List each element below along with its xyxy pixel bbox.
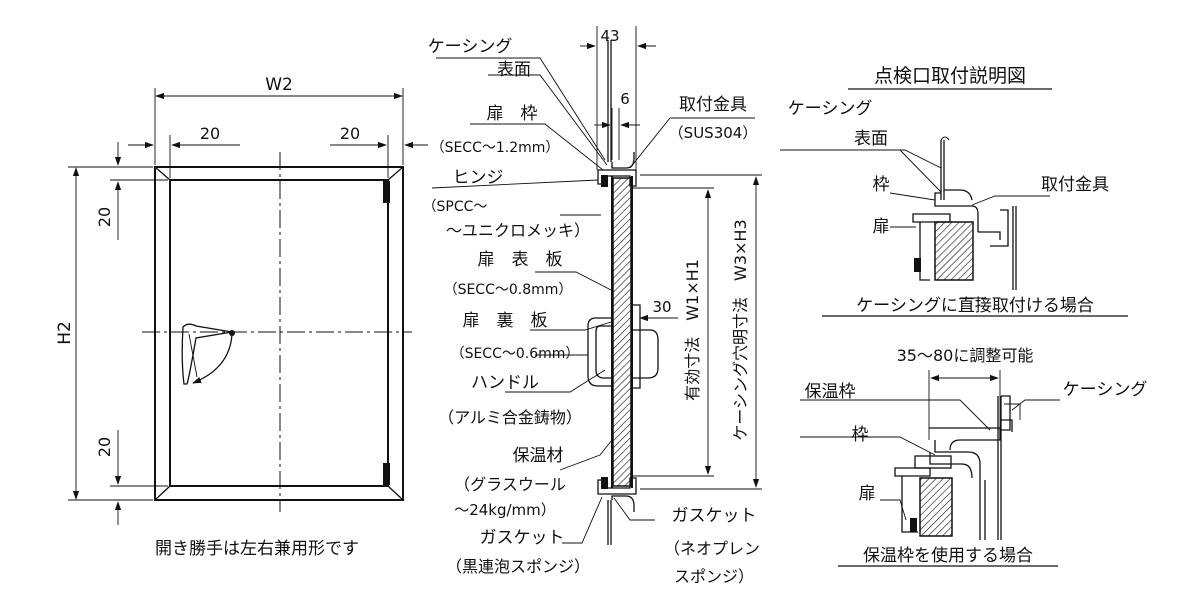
dim-opening-label: ケーシング穴明寸法 W3×H3 <box>731 219 750 440</box>
case1-surface: 表面 <box>854 129 888 149</box>
case1-detail <box>780 136 1128 317</box>
install-guide: 点検口取付説明図 ケーシング 表面 枠 <box>780 65 1148 567</box>
case2-caption: 保温枠を使用する場合 <box>863 545 1033 566</box>
label-door-back-spec: （SECC～0.6mm） <box>451 346 580 362</box>
w2-label: W2 <box>265 75 293 95</box>
label-door-frame-spec: （SECC～1.2mm） <box>431 140 560 156</box>
margin-right-label: 20 <box>340 124 360 143</box>
swing-note: 開き勝手は左右兼用形です <box>155 539 359 559</box>
dim-handle-label: 30 <box>652 298 671 316</box>
case1-casing: ケーシング <box>788 99 873 119</box>
frame-inner <box>169 179 389 487</box>
label-hinge-spec2: ～ユニクロメッキ） <box>446 221 590 240</box>
margin-top-label: 20 <box>95 207 114 227</box>
label-gasket1: ガスケット <box>480 528 565 548</box>
label-gasket2-spec1: （ネオプレン <box>664 539 760 558</box>
dim-lip-label: 6 <box>620 90 630 108</box>
dim-effective-label: 有効寸法 W1×H1 <box>683 259 702 401</box>
case2-adjust: 35～80に調整可能 <box>897 346 1034 365</box>
label-casing: ケーシング <box>428 37 513 57</box>
label-door-frame: 扉 枠 <box>487 104 538 124</box>
label-surface: 表面 <box>497 60 531 80</box>
label-door-front-spec: （SECC～0.8mm） <box>444 282 573 298</box>
label-gasket2: ガスケット <box>672 506 757 526</box>
case1-caption: ケーシングに直接取付ける場合 <box>856 296 1094 316</box>
handle-profile <box>631 304 641 389</box>
margin-bottom-label: 20 <box>95 437 114 457</box>
frame-outer <box>154 166 404 501</box>
h2-label: H2 <box>55 321 75 345</box>
hinge-bottom-icon <box>383 463 390 485</box>
front-view: W2 20 20 H2 20 20 開き勝手は左右兼用形です <box>55 75 428 559</box>
case2-detail <box>800 370 1060 567</box>
label-handle: ハンドル <box>471 373 539 393</box>
label-hinge-spec1: （SPCC～ <box>423 199 488 215</box>
case2-door: 扉 <box>859 484 876 504</box>
label-handle-spec: （アルミ合金鋳物） <box>438 408 582 427</box>
case2-frame: 枠 <box>852 425 869 445</box>
label-fitting-spec: （SUS304） <box>669 124 758 142</box>
label-gasket1-spec: （黒連泡スポンジ） <box>446 557 590 576</box>
label-gasket2-spec2: スポンジ） <box>674 567 754 586</box>
case1-frame: 枠 <box>873 175 890 195</box>
hinge-top-icon <box>383 181 390 203</box>
margin-left-label: 20 <box>200 124 220 143</box>
fitting-bracket <box>611 152 635 169</box>
case2-insul-frame: 保温枠 <box>805 382 856 402</box>
insulation-section <box>612 177 632 487</box>
label-insulation: 保温材 <box>513 446 564 466</box>
case1-fitting: 取付金具 <box>1041 175 1109 195</box>
guide-title: 点検口取付説明図 <box>874 65 1026 87</box>
label-door-back: 扉 裏 板 <box>463 310 548 331</box>
label-insulation-spec1: （グラスウール <box>454 475 566 494</box>
label-door-front: 扉 表 板 <box>478 250 563 270</box>
handle-icon <box>181 323 235 385</box>
section-view: 43 6 30 有効寸法 W1×H1 ケーシング穴明寸法 W3×H3 ケーシング… <box>423 26 762 586</box>
case2-casing: ケーシング <box>1063 380 1148 400</box>
label-insulation-spec2: ～24kg/mm） <box>454 501 556 519</box>
case1-door: 扉 <box>873 217 890 237</box>
label-fitting: 取付金具 <box>679 95 747 115</box>
dim-total-label: 43 <box>600 27 619 45</box>
label-hinge: ヒンジ <box>453 168 504 188</box>
